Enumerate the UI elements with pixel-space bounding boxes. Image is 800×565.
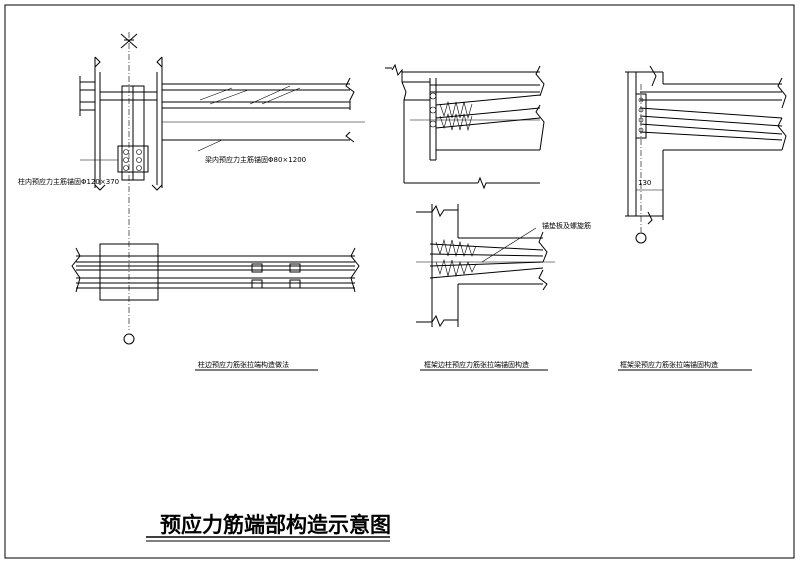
detail-1-plan (71, 243, 360, 345)
beam-callout: 梁内预应力主筋锚固Φ80×1200 (205, 155, 306, 164)
sheet-border (4, 4, 795, 559)
column-callout: 柱内预应力主筋锚固Φ120×370 (18, 177, 119, 186)
detail-3 (625, 65, 787, 244)
detail-2-caption: 框架边柱预应力筋张拉端锚固构造 (424, 360, 529, 369)
detail-1-elevation (79, 32, 365, 330)
anchor-callout: 锚垫板及螺旋筋 (542, 221, 591, 230)
detail-1-caption: 柱边预应力筋张拉端构造做法 (198, 360, 289, 369)
dimension-130: 130 (638, 179, 651, 187)
detail-2-lower (416, 204, 555, 328)
drawing-title: 预应力筋端部构造示意图 (160, 513, 391, 537)
detail-2-upper (385, 63, 545, 190)
detail-3-caption: 框架梁预应力筋张拉端锚固构造 (620, 360, 718, 369)
